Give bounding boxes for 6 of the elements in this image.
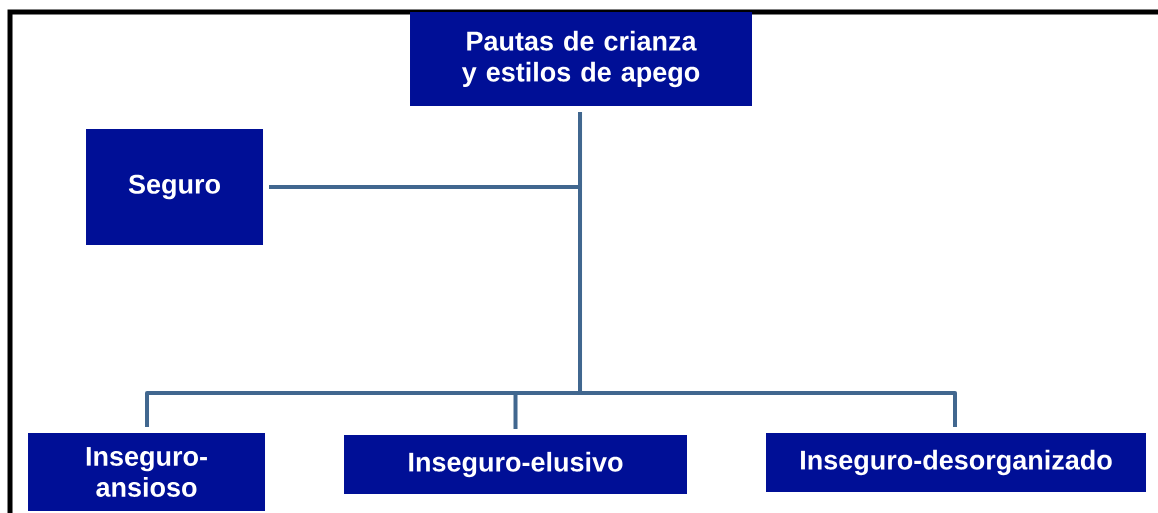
category-box: Inseguro-desorganizado: [766, 433, 1146, 492]
category-box: Inseguro-ansioso: [28, 433, 265, 511]
category-box: Pautas de crianza y estilos de apego: [410, 12, 752, 106]
category-box: Inseguro-elusivo: [344, 435, 687, 494]
connector-line: [578, 112, 957, 427]
category-box: Seguro: [86, 129, 263, 245]
